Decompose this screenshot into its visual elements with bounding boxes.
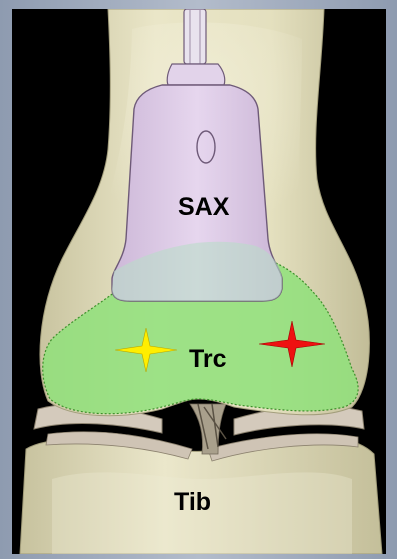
four-point-star-icon [115,328,177,372]
knee-illustration: SAX Trc Tib [12,9,386,554]
probe-label: SAX [178,195,229,220]
probe-cable [184,9,206,64]
knee-anatomy-drawing [12,9,386,554]
tibia-label: Tib [174,490,211,515]
probe-neck [167,64,225,85]
four-point-star-icon [259,321,325,367]
trochlea-label: Trc [189,347,227,372]
